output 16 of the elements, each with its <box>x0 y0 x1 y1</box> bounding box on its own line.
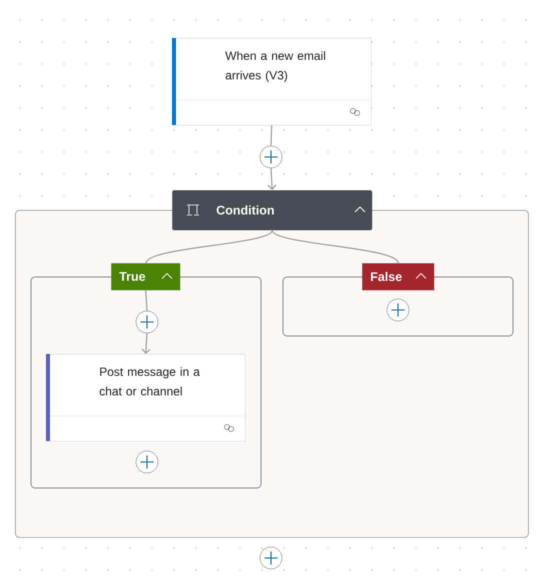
condition-header: Condition <box>172 190 372 230</box>
connector <box>270 125 272 146</box>
connector <box>146 230 273 264</box>
connector <box>145 290 148 311</box>
action-card: Post message in a chat or channel <box>46 354 246 442</box>
plus-circle <box>386 298 410 322</box>
connector <box>268 168 276 190</box>
action-card: When a new email arrives (V3) <box>172 38 372 126</box>
plus-circle <box>136 450 158 474</box>
branch-label: False <box>362 263 434 290</box>
plus-circle <box>136 310 158 334</box>
connector <box>142 333 150 354</box>
plus-circle <box>260 146 282 168</box>
branch-label: True <box>111 263 180 290</box>
plus-circle <box>260 546 282 570</box>
connector <box>272 230 399 264</box>
